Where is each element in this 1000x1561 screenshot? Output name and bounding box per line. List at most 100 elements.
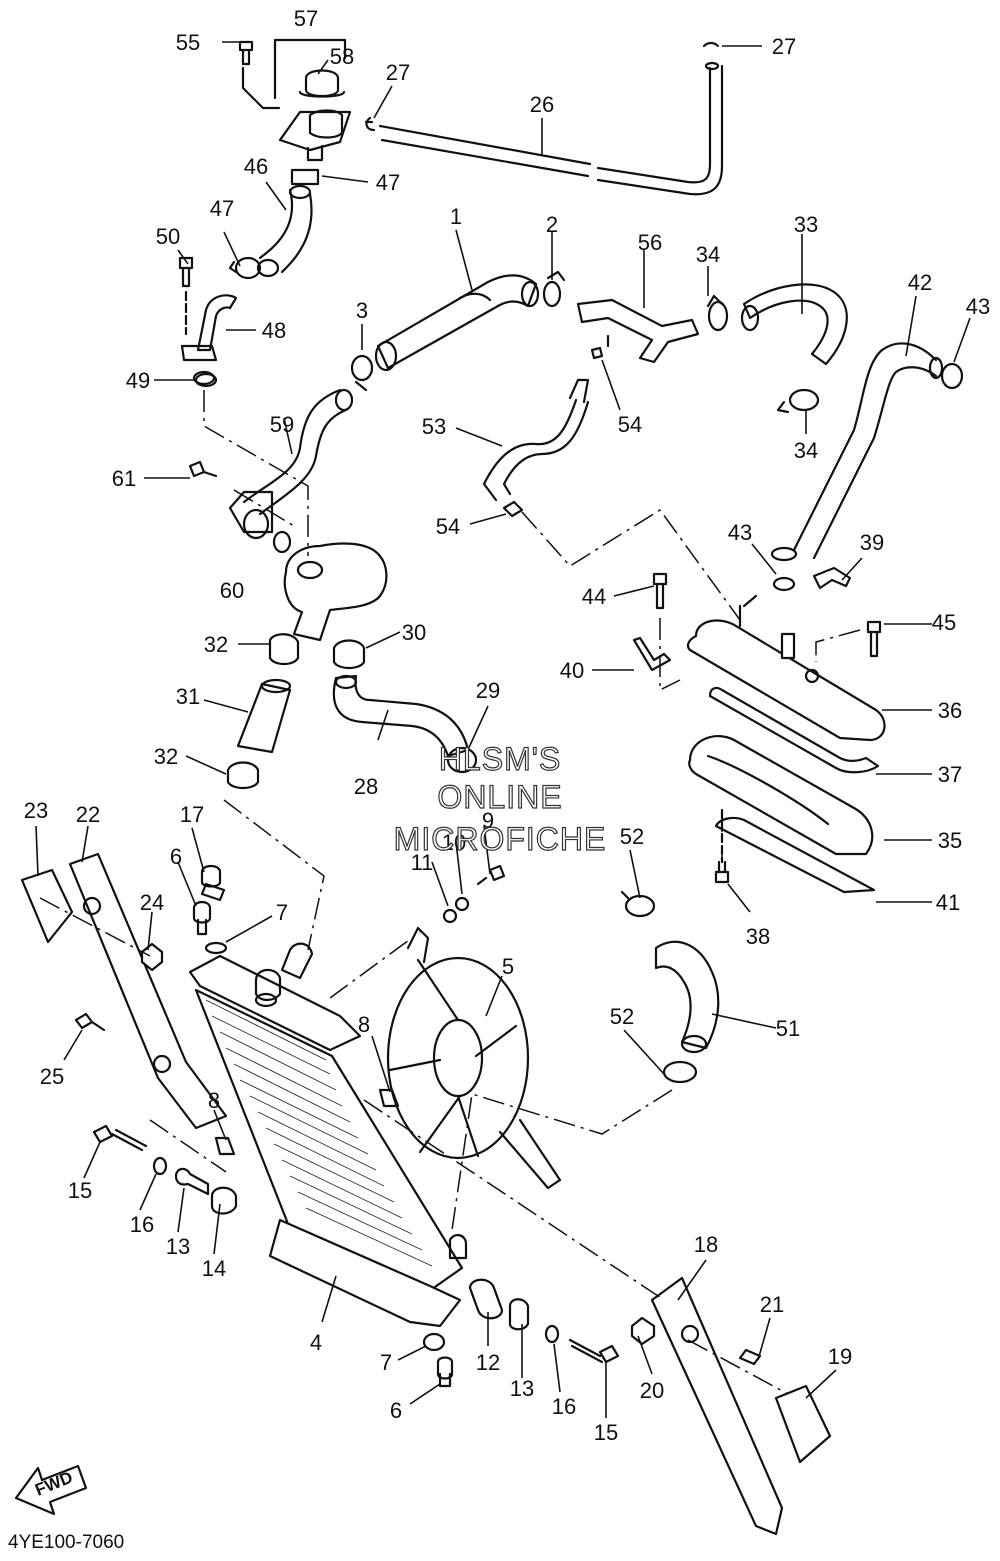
callout-40: 40 <box>560 658 584 683</box>
callout-numbers: 57 55 58 27 27 26 47 46 47 50 48 49 1 2 … <box>24 6 990 1445</box>
callout-51: 51 <box>776 1016 800 1041</box>
bolt-21 <box>738 1348 762 1366</box>
hose-31 <box>236 678 292 754</box>
clamp-2 <box>542 270 566 308</box>
callout-7b: 7 <box>380 1350 392 1375</box>
callout-46: 46 <box>244 154 268 179</box>
clamp-34-top <box>706 294 729 332</box>
callout-6a: 6 <box>170 844 182 869</box>
callout-7a: 7 <box>276 900 288 925</box>
callout-61: 61 <box>112 466 136 491</box>
callout-47b: 47 <box>210 196 234 221</box>
callout-50: 50 <box>156 224 180 249</box>
callout-43a: 43 <box>966 294 990 319</box>
callout-23: 23 <box>24 798 48 823</box>
callout-58: 58 <box>330 44 354 69</box>
callout-35: 35 <box>938 828 962 853</box>
callout-19: 19 <box>828 1344 852 1369</box>
clip-54 <box>502 346 604 518</box>
callout-32b: 32 <box>154 744 178 769</box>
clamp-29 <box>446 746 478 774</box>
callout-59: 59 <box>270 412 294 437</box>
hose-1 <box>374 274 540 372</box>
callout-43b: 43 <box>728 520 752 545</box>
callout-60: 60 <box>220 578 244 603</box>
bracket-18 <box>650 1276 784 1536</box>
clip-43-top <box>940 362 964 390</box>
watermark: HLSM'S ONLINE MICROFICHE <box>393 740 606 857</box>
callout-45: 45 <box>932 610 956 635</box>
gasket-37 <box>708 686 880 774</box>
callout-11: 11 <box>411 850 434 875</box>
bolt-15-right <box>568 1338 620 1364</box>
hose-51 <box>654 940 720 1054</box>
bolt-50 <box>178 256 194 336</box>
nut-24 <box>140 942 164 972</box>
hose-56 <box>576 298 700 364</box>
clamp-34-bottom <box>776 388 820 414</box>
bolt-17 <box>200 864 226 902</box>
callout-18: 18 <box>694 1232 718 1257</box>
callout-34a: 34 <box>696 242 720 267</box>
hose-42 <box>770 342 944 562</box>
callout-31: 31 <box>176 684 200 709</box>
clamp-3 <box>350 354 374 392</box>
nut-20 <box>630 1316 656 1346</box>
callout-55: 55 <box>176 30 200 55</box>
bracket-40 <box>632 636 672 672</box>
collar-12 <box>468 1278 504 1320</box>
callout-5: 5 <box>502 954 514 979</box>
bolt-9 <box>476 864 506 886</box>
thermostat-housing <box>228 490 388 642</box>
collar-13-right <box>508 1298 530 1331</box>
callout-2: 2 <box>546 212 558 237</box>
callout-4: 4 <box>310 1330 322 1355</box>
washer-7-top <box>204 941 228 955</box>
callout-30: 30 <box>402 620 426 645</box>
callout-54b: 54 <box>436 514 460 539</box>
o-ring-60 <box>272 530 292 554</box>
callout-3: 3 <box>356 298 368 323</box>
washer-10 <box>454 896 470 912</box>
pump-body-35 <box>688 735 874 856</box>
gasket-41 <box>714 816 876 894</box>
callout-34b: 34 <box>794 438 818 463</box>
washer-16-right <box>544 1324 560 1344</box>
callout-28: 28 <box>354 774 378 799</box>
callout-26: 26 <box>530 92 554 117</box>
callout-44: 44 <box>582 584 606 609</box>
clamp-52-bottom <box>662 1060 698 1084</box>
leader-lines <box>35 41 971 1418</box>
callout-14: 14 <box>202 1256 226 1281</box>
callout-6b: 6 <box>390 1398 402 1423</box>
callout-16a: 16 <box>130 1212 154 1237</box>
callout-24: 24 <box>140 890 164 915</box>
callout-27b: 27 <box>772 34 796 59</box>
watermark-line-2: ONLINE <box>437 779 562 815</box>
callout-41: 41 <box>936 890 960 915</box>
watermark-line-1: HLSM'S <box>439 741 561 777</box>
bolt-6-bottom <box>436 1356 454 1388</box>
callout-52a: 52 <box>620 824 644 849</box>
callout-8a: 8 <box>208 1088 220 1113</box>
callout-42: 42 <box>908 270 932 295</box>
callout-56: 56 <box>638 230 662 255</box>
callout-49: 49 <box>126 368 150 393</box>
callout-21: 21 <box>760 1292 784 1317</box>
clip-27-left <box>364 116 376 132</box>
bracket-22 <box>68 852 228 1130</box>
callout-15a: 15 <box>68 1178 92 1203</box>
clip-8-left <box>214 1136 236 1156</box>
assembly-lines <box>39 390 861 1395</box>
clamp-47 <box>228 256 262 280</box>
bolt-61 <box>188 460 218 478</box>
clamp-32-bottom <box>226 761 260 790</box>
callout-36: 36 <box>938 698 962 723</box>
fwd-arrow: FWD <box>14 1464 88 1516</box>
callout-37: 37 <box>938 762 962 787</box>
callout-29: 29 <box>476 678 500 703</box>
radiator-4 <box>188 942 468 1328</box>
callout-20: 20 <box>640 1378 664 1403</box>
pump-cover-36 <box>686 594 886 742</box>
callout-33: 33 <box>794 212 818 237</box>
